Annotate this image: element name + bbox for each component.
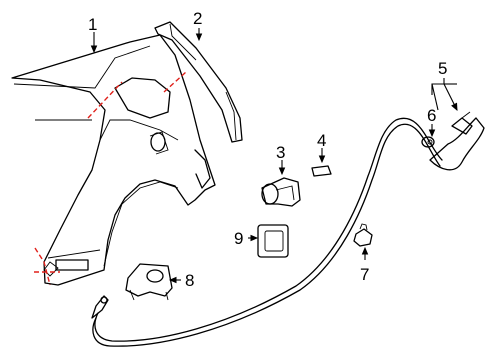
inner-panel-strip <box>154 21 243 143</box>
callout-3: 3 <box>276 143 285 162</box>
fuel-door-housing <box>261 177 301 207</box>
callout-4: 4 <box>317 131 326 150</box>
callout-6: 6 <box>427 106 436 125</box>
leader-lines <box>90 28 458 284</box>
callout-7: 7 <box>360 265 369 284</box>
callout-2: 2 <box>193 9 202 28</box>
fuel-door <box>257 224 289 258</box>
quarter-panel <box>11 34 216 286</box>
callout-5: 5 <box>438 59 447 78</box>
bracket <box>125 263 173 301</box>
release-cable <box>91 117 443 347</box>
clip <box>311 165 332 177</box>
grommet <box>353 223 373 247</box>
cut-lines <box>34 71 187 286</box>
callout-1: 1 <box>88 15 97 34</box>
callout-9: 9 <box>234 229 243 248</box>
callout-8: 8 <box>185 271 194 290</box>
release-actuator <box>421 111 485 171</box>
